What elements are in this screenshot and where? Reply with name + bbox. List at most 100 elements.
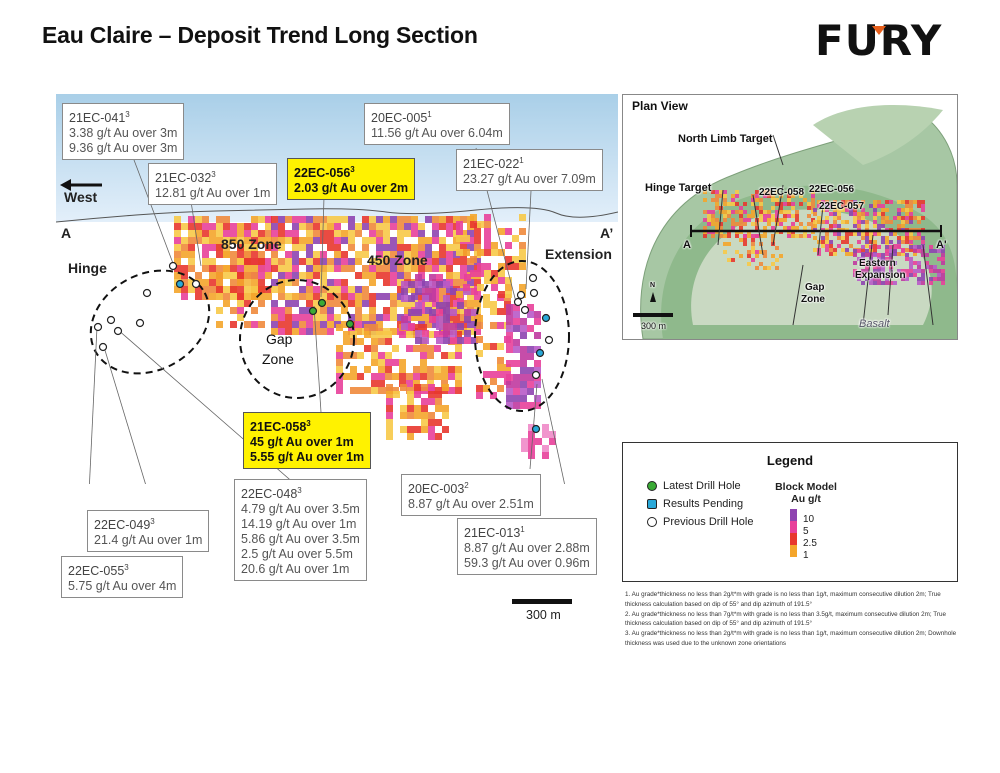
callout-hole-id: 22EC-0553 <box>68 563 129 579</box>
callout-intercept: 4.79 g/t Au over 3.5m <box>241 502 360 517</box>
section-scale-bar <box>512 599 572 604</box>
callout-hole-id: 22EC-0483 <box>241 486 302 502</box>
callout-note-ref: 3 <box>297 486 302 495</box>
plan-section-start: A <box>683 239 691 251</box>
callout-note-ref: 3 <box>125 110 130 119</box>
grade-swatch <box>790 509 797 521</box>
long-section-graphic <box>56 94 618 484</box>
grade-swatch <box>790 533 797 545</box>
plan-label-north-limb: North Limb Target <box>678 133 773 145</box>
section-scale-label: 300 m <box>526 608 561 622</box>
grade-scale-item: 10 <box>790 509 814 525</box>
callout-intercept: 3.38 g/t Au over 3m <box>69 126 178 141</box>
plan-label-hinge-target: Hinge Target <box>645 182 712 194</box>
legend-item-previous: Previous Drill Hole <box>647 516 753 528</box>
plan-label-basalt: Basalt <box>859 318 890 330</box>
legend-title: Legend <box>766 453 814 468</box>
block-model-heading: Block Model Au g/t <box>775 481 837 505</box>
callout-hole-id: 20EC-0032 <box>408 481 469 497</box>
callout-note-ref: 1 <box>520 525 525 534</box>
plan-label-22ec-057: 22EC-057 <box>819 201 865 212</box>
pending-hole-icon <box>647 499 657 509</box>
callout-note-ref: 3 <box>306 419 311 428</box>
callout-intercept: 21.4 g/t Au over 1m <box>94 533 203 548</box>
callout-hole-id: 22EC-0493 <box>94 517 155 533</box>
callout-intercept: 23.27 g/t Au over 7.09m <box>463 172 596 187</box>
plan-label-eastern: Eastern <box>859 258 896 269</box>
grade-scale-item: 1 <box>790 545 809 561</box>
callout-note-ref: 1 <box>427 110 432 119</box>
west-arrow <box>60 179 102 191</box>
plan-view-map <box>623 95 957 339</box>
callout-hole-id: 21EC-0221 <box>463 156 524 172</box>
callout-intercept: 59.3 g/t Au over 0.96m <box>464 556 590 571</box>
callout-hole-id: 20EC-0051 <box>371 110 432 126</box>
grade-value: 5 <box>803 526 809 537</box>
zone-450-label: 450 Zone <box>367 252 428 268</box>
callout-intercept: 14.19 g/t Au over 1m <box>241 517 357 532</box>
callout-note-ref: 3 <box>350 165 355 174</box>
plan-drill-traces <box>717 134 934 326</box>
long-section: West A A’ Hinge 850 Zone 450 Zone Extens… <box>56 94 618 484</box>
zone-850-label: 850 Zone <box>221 236 282 252</box>
footnote-1: 1. Au grade*thickness no less than 2g/t*… <box>625 591 941 608</box>
extension-zone-label: Extension <box>545 246 612 262</box>
previous-hole-icon <box>647 517 657 527</box>
plan-scale-label: 300 m <box>641 321 667 331</box>
gap-zone-outline <box>239 279 355 399</box>
legend-item-latest: Latest Drill Hole <box>647 480 741 492</box>
page-title: Eau Claire – Deposit Trend Long Section <box>42 22 478 48</box>
callout-hole-id: 21EC-0323 <box>155 170 216 186</box>
section-start-label: A <box>61 225 72 241</box>
callout-intercept: 5.86 g/t Au over 3.5m <box>241 532 360 547</box>
callout-intercept: 9.36 g/t Au over 3m <box>69 141 178 156</box>
section-end-label: A’ <box>600 225 614 241</box>
gap-zone-label-1: Gap <box>266 331 293 347</box>
gap-zone-label-2: Zone <box>262 351 294 367</box>
footnote-2: 2. Au grade*thickness no less than 7g/t*… <box>625 610 946 628</box>
legend: Legend Latest Drill Hole Results Pending… <box>622 442 958 582</box>
plan-label-expansion: Expansion <box>855 270 906 281</box>
callout-hole-id: 22EC-0563 <box>294 165 355 181</box>
footnotes: 1. Au grade*thickness no less than 2g/t*… <box>625 590 960 649</box>
callout-intercept: 5.55 g/t Au over 1m <box>250 450 365 465</box>
plan-north-label: N <box>650 282 656 289</box>
grade-swatch <box>790 521 797 533</box>
logo-text: FURY <box>815 16 943 65</box>
callout-hole-id: 21EC-0131 <box>464 525 525 541</box>
hinge-zone-outline <box>89 269 211 375</box>
logo-accent-icon <box>872 26 886 35</box>
topography-line <box>56 207 618 223</box>
latest-hole-icon <box>647 481 657 491</box>
callout-intercept: 8.87 g/t Au over 2.88m <box>464 541 590 556</box>
grade-value: 10 <box>803 514 815 525</box>
extension-zone-outline <box>474 260 570 412</box>
plan-label-zone: Zone <box>801 294 825 305</box>
drill-holes <box>93 261 554 434</box>
callout-intercept: 8.87 g/t Au over 2.51m <box>408 497 534 512</box>
plan-label-22ec-058: 22EC-058 <box>759 187 805 198</box>
callout-note-ref: 3 <box>150 517 155 526</box>
callout-intercept: 2.5 g/t Au over 5.5m <box>241 547 353 562</box>
north-arrow-icon <box>650 292 656 302</box>
callout-intercept: 5.75 g/t Au over 4m <box>68 579 177 594</box>
callout-intercept: 45 g/t Au over 1m <box>250 435 354 450</box>
grade-value: 2.5 <box>803 538 817 549</box>
hinge-zone-label: Hinge <box>68 260 107 276</box>
callout-note-ref: 3 <box>211 170 216 179</box>
plan-label-gap: Gap <box>805 282 825 293</box>
callout-hole-id: 21EC-0413 <box>69 110 130 126</box>
callout-note-ref: 1 <box>519 156 524 165</box>
callout-intercept: 20.6 g/t Au over 1m <box>241 562 350 577</box>
plan-label-22ec-056: 22EC-056 <box>809 184 855 195</box>
grade-value: 1 <box>803 550 809 561</box>
callout-intercept: 12.81 g/t Au over 1m <box>155 186 271 201</box>
callout-hole-id: 21EC-0583 <box>250 419 311 435</box>
